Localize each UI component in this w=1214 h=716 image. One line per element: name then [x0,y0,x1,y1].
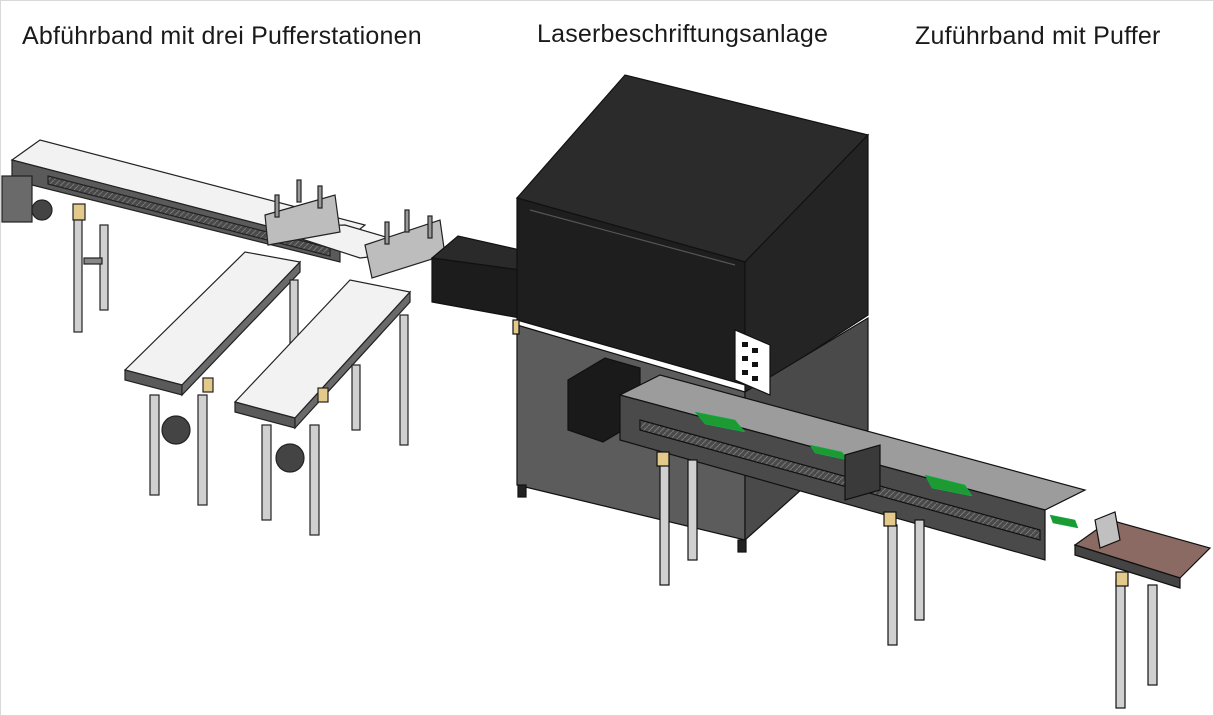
infeed-legs [659,459,1158,709]
outfeed-bracket [72,203,86,221]
infeed-buffer-stop [844,444,881,501]
laser-marking-system-label: Laserbeschriftungsanlage [537,20,829,48]
outfeed-motor [31,199,53,221]
buffer-belt-2-legs [261,314,409,536]
pusher-cylinders-2 [384,209,433,245]
product-segments [694,411,1079,529]
infeed-flap [1094,511,1121,549]
buffer-belt-1-legs [149,279,299,506]
infeed-belt-rail [639,419,1041,541]
outfeed-main-rail [47,175,331,257]
outfeed-drive-box [1,175,33,223]
laser-cabinet [430,74,870,553]
infeed-conveyor-label: Zuführband mit Puffer [915,22,1161,50]
infeed-conveyor [618,374,1212,709]
buffer-belt-1-rail [181,260,301,397]
infeed-brackets [656,451,1129,587]
infeed-feed-side [1074,544,1181,589]
outfeed-main-legs [73,219,109,333]
cabinet-bracket [512,319,520,335]
outfeed-conveyor-label: Abführband mit drei Pufferstationen [22,22,422,50]
cabinet-feet [517,484,747,553]
pusher-cylinders-1 [274,179,323,218]
control-panel-buttons [742,342,758,381]
outfeed-conveyor [1,139,446,536]
